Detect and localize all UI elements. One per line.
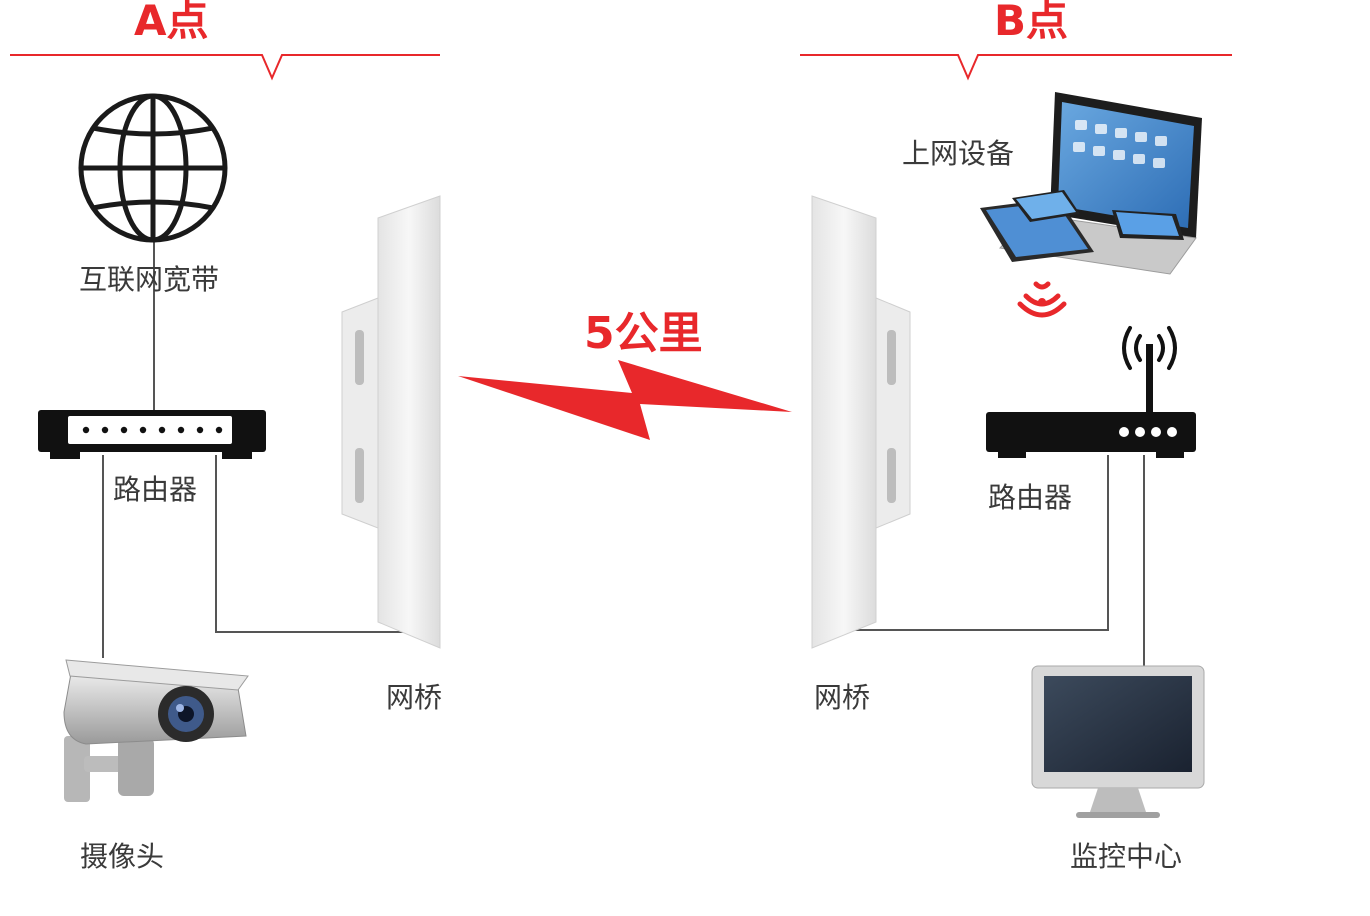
bridge-b-icon [811, 195, 911, 649]
site-a-header-line [10, 54, 440, 81]
distance-label: 5公里 [584, 308, 703, 359]
globe-icon [78, 93, 228, 243]
laptop-tablet-phone-icon [980, 92, 1202, 275]
router-b-label: 路由器 [988, 481, 1073, 514]
camera-icon [63, 659, 249, 802]
router-a-icon [38, 410, 266, 459]
site-b-header-line [800, 54, 1232, 81]
bridge-b-label: 网桥 [814, 681, 871, 714]
monitor-icon [1031, 665, 1205, 818]
monitor-label: 监控中心 [1070, 840, 1183, 873]
camera-label: 摄像头 [80, 840, 165, 873]
devices-label: 上网设备 [902, 137, 1015, 170]
site-b-title: B点 [994, 0, 1069, 45]
lightning-link-icon [458, 360, 792, 440]
router-b-icon [986, 326, 1196, 458]
internet-label: 互联网宽带 [79, 263, 220, 296]
site-a-title: A点 [134, 0, 209, 45]
bridge-a-label: 网桥 [386, 681, 443, 714]
bridge-a-icon [341, 195, 441, 649]
router-a-label: 路由器 [113, 473, 198, 506]
connection-lines [102, 240, 1145, 667]
wifi-signal-icon [1017, 281, 1067, 318]
